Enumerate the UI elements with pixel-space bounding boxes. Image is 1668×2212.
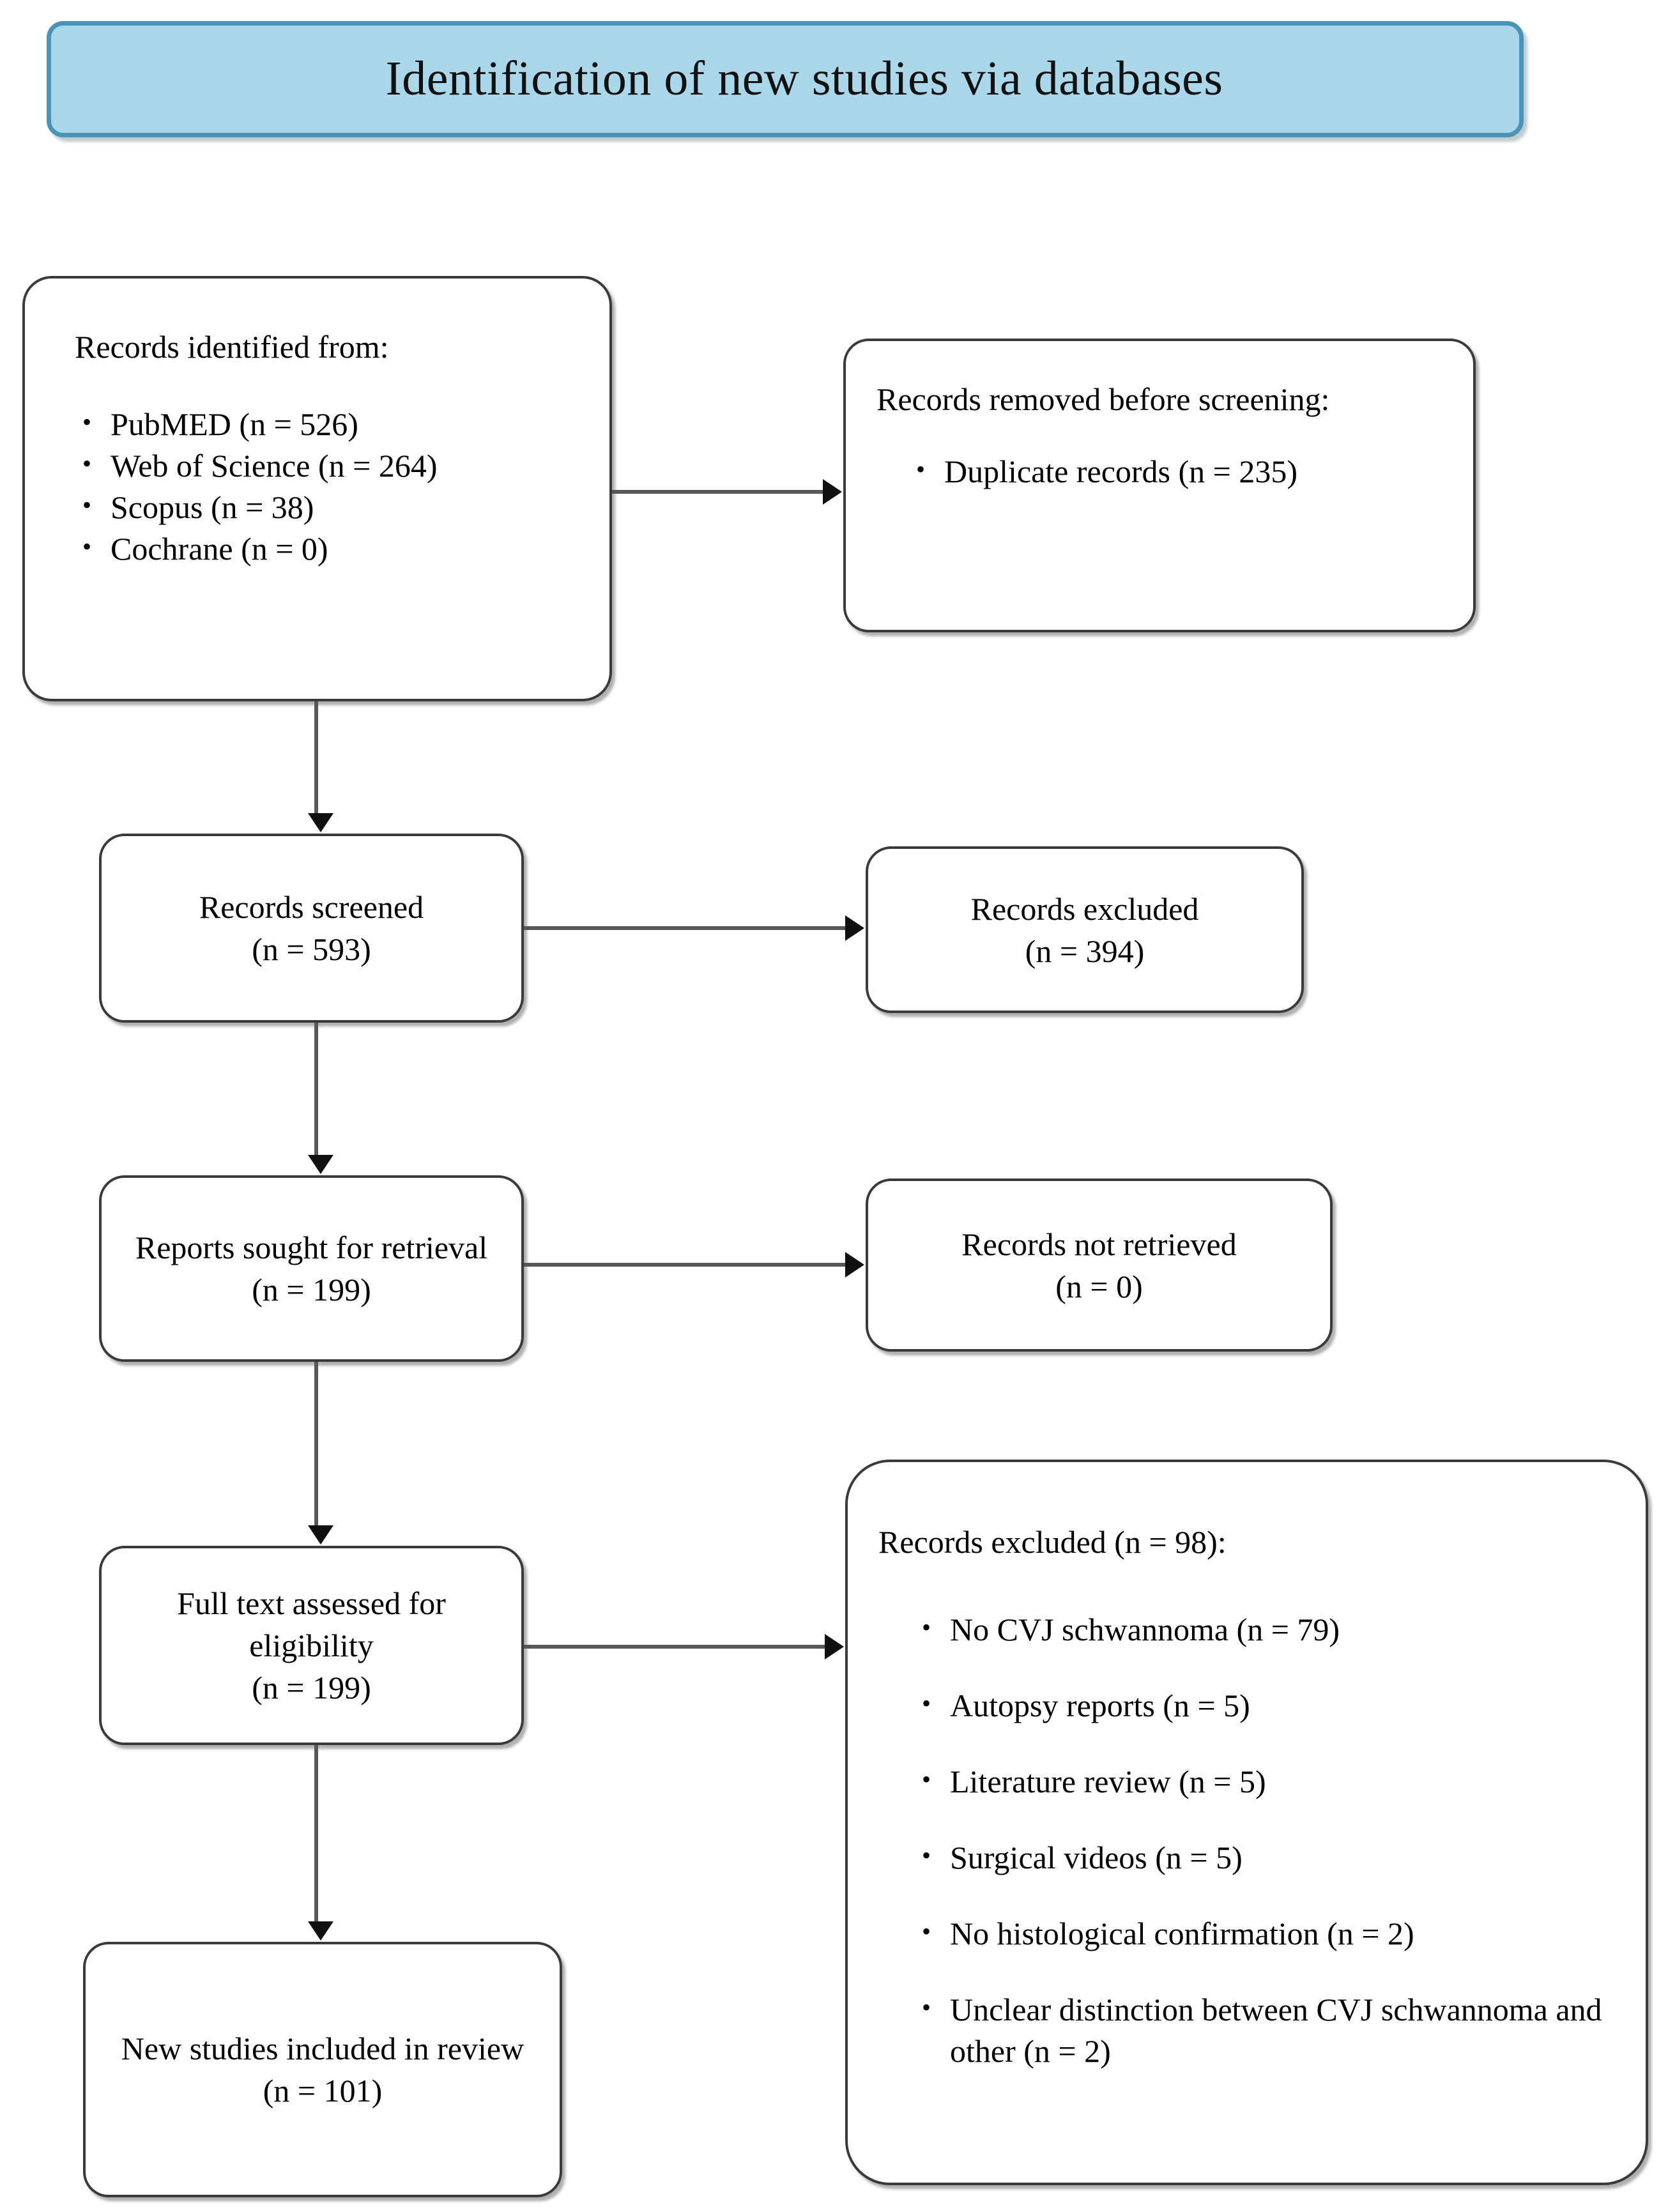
connector-fulltext-to-included xyxy=(314,1745,318,1921)
list-item: No histological confirmation (n = 2) xyxy=(914,1912,1629,1955)
arrowhead-identified-to-removed-icon xyxy=(823,479,842,505)
arrowhead-screened-to-sought-icon xyxy=(308,1155,333,1174)
records-excluded-detail-list: No CVJ schwannoma (n = 79) Autopsy repor… xyxy=(878,1608,1629,2072)
list-item: Unclear distinction between CVJ schwanno… xyxy=(914,1988,1629,2072)
arrowhead-identified-to-screened-icon xyxy=(308,813,333,832)
records-removed-label: Records removed before screening: xyxy=(876,381,1330,417)
reports-sought-label: Reports sought for retrieval (n = 199) xyxy=(135,1230,488,1308)
connector-sought-to-fulltext xyxy=(314,1362,318,1525)
box-new-studies-included: New studies included in review (n = 101) xyxy=(83,1942,562,2197)
diagram-title: Identification of new studies via databa… xyxy=(385,52,1223,106)
connector-screened-to-excluded xyxy=(524,926,845,930)
box-records-not-retrieved: Records not retrieved (n = 0) xyxy=(866,1178,1333,1352)
box-records-removed: Records removed before screening: Duplic… xyxy=(843,339,1476,632)
list-item: No CVJ schwannoma (n = 79) xyxy=(914,1608,1629,1651)
records-excluded-label: Records excluded (n = 394) xyxy=(970,890,1199,969)
box-records-screened: Records screened (n = 593) xyxy=(99,834,524,1023)
arrowhead-sought-to-fulltext-icon xyxy=(308,1525,333,1545)
records-removed-list: Duplicate records (n = 235) xyxy=(876,450,1445,492)
list-item: Cochrane (n = 0) xyxy=(75,527,609,570)
fulltext-assessed-label: Full text assessed for eligibility (n = … xyxy=(177,1585,446,1705)
arrowhead-fulltext-to-excluded98-icon xyxy=(825,1634,844,1659)
box-reports-sought: Reports sought for retrieval (n = 199) xyxy=(99,1175,524,1362)
records-not-retrieved-label: Records not retrieved (n = 0) xyxy=(961,1226,1237,1304)
header-banner: Identification of new studies via databa… xyxy=(47,21,1524,137)
connector-identified-to-removed xyxy=(612,490,823,494)
list-item: PubMED (n = 526) xyxy=(75,402,609,445)
arrowhead-fulltext-to-included-icon xyxy=(308,1921,333,1941)
box-records-excluded: Records excluded (n = 394) xyxy=(866,846,1304,1013)
new-studies-included-label: New studies included in review (n = 101) xyxy=(121,2031,524,2109)
list-item: Literature review (n = 5) xyxy=(914,1760,1629,1803)
list-item: Autopsy reports (n = 5) xyxy=(914,1684,1629,1727)
list-item: Scopus (n = 38) xyxy=(75,485,609,528)
records-identified-list: PubMED (n = 526) Web of Science (n = 264… xyxy=(75,402,609,570)
box-records-identified: Records identified from: PubMED (n = 526… xyxy=(22,276,612,701)
records-excluded-detail-label: Records excluded (n = 98): xyxy=(878,1524,1227,1560)
connector-fulltext-to-excluded98 xyxy=(524,1645,825,1649)
list-item: Web of Science (n = 264) xyxy=(75,444,609,487)
box-records-excluded-detail: Records excluded (n = 98): No CVJ schwan… xyxy=(845,1460,1648,2185)
connector-identified-to-screened xyxy=(314,701,318,813)
arrowhead-screened-to-excluded-icon xyxy=(845,915,864,941)
box-fulltext-assessed: Full text assessed for eligibility (n = … xyxy=(99,1546,524,1745)
list-item: Surgical videos (n = 5) xyxy=(914,1836,1629,1879)
connector-sought-to-notretrieved xyxy=(524,1263,845,1267)
connector-screened-to-sought xyxy=(314,1023,318,1155)
list-item: Duplicate records (n = 235) xyxy=(908,450,1445,492)
arrowhead-sought-to-notretrieved-icon xyxy=(845,1252,864,1278)
records-screened-label: Records screened (n = 593) xyxy=(199,889,424,967)
records-identified-label: Records identified from: xyxy=(75,329,389,365)
